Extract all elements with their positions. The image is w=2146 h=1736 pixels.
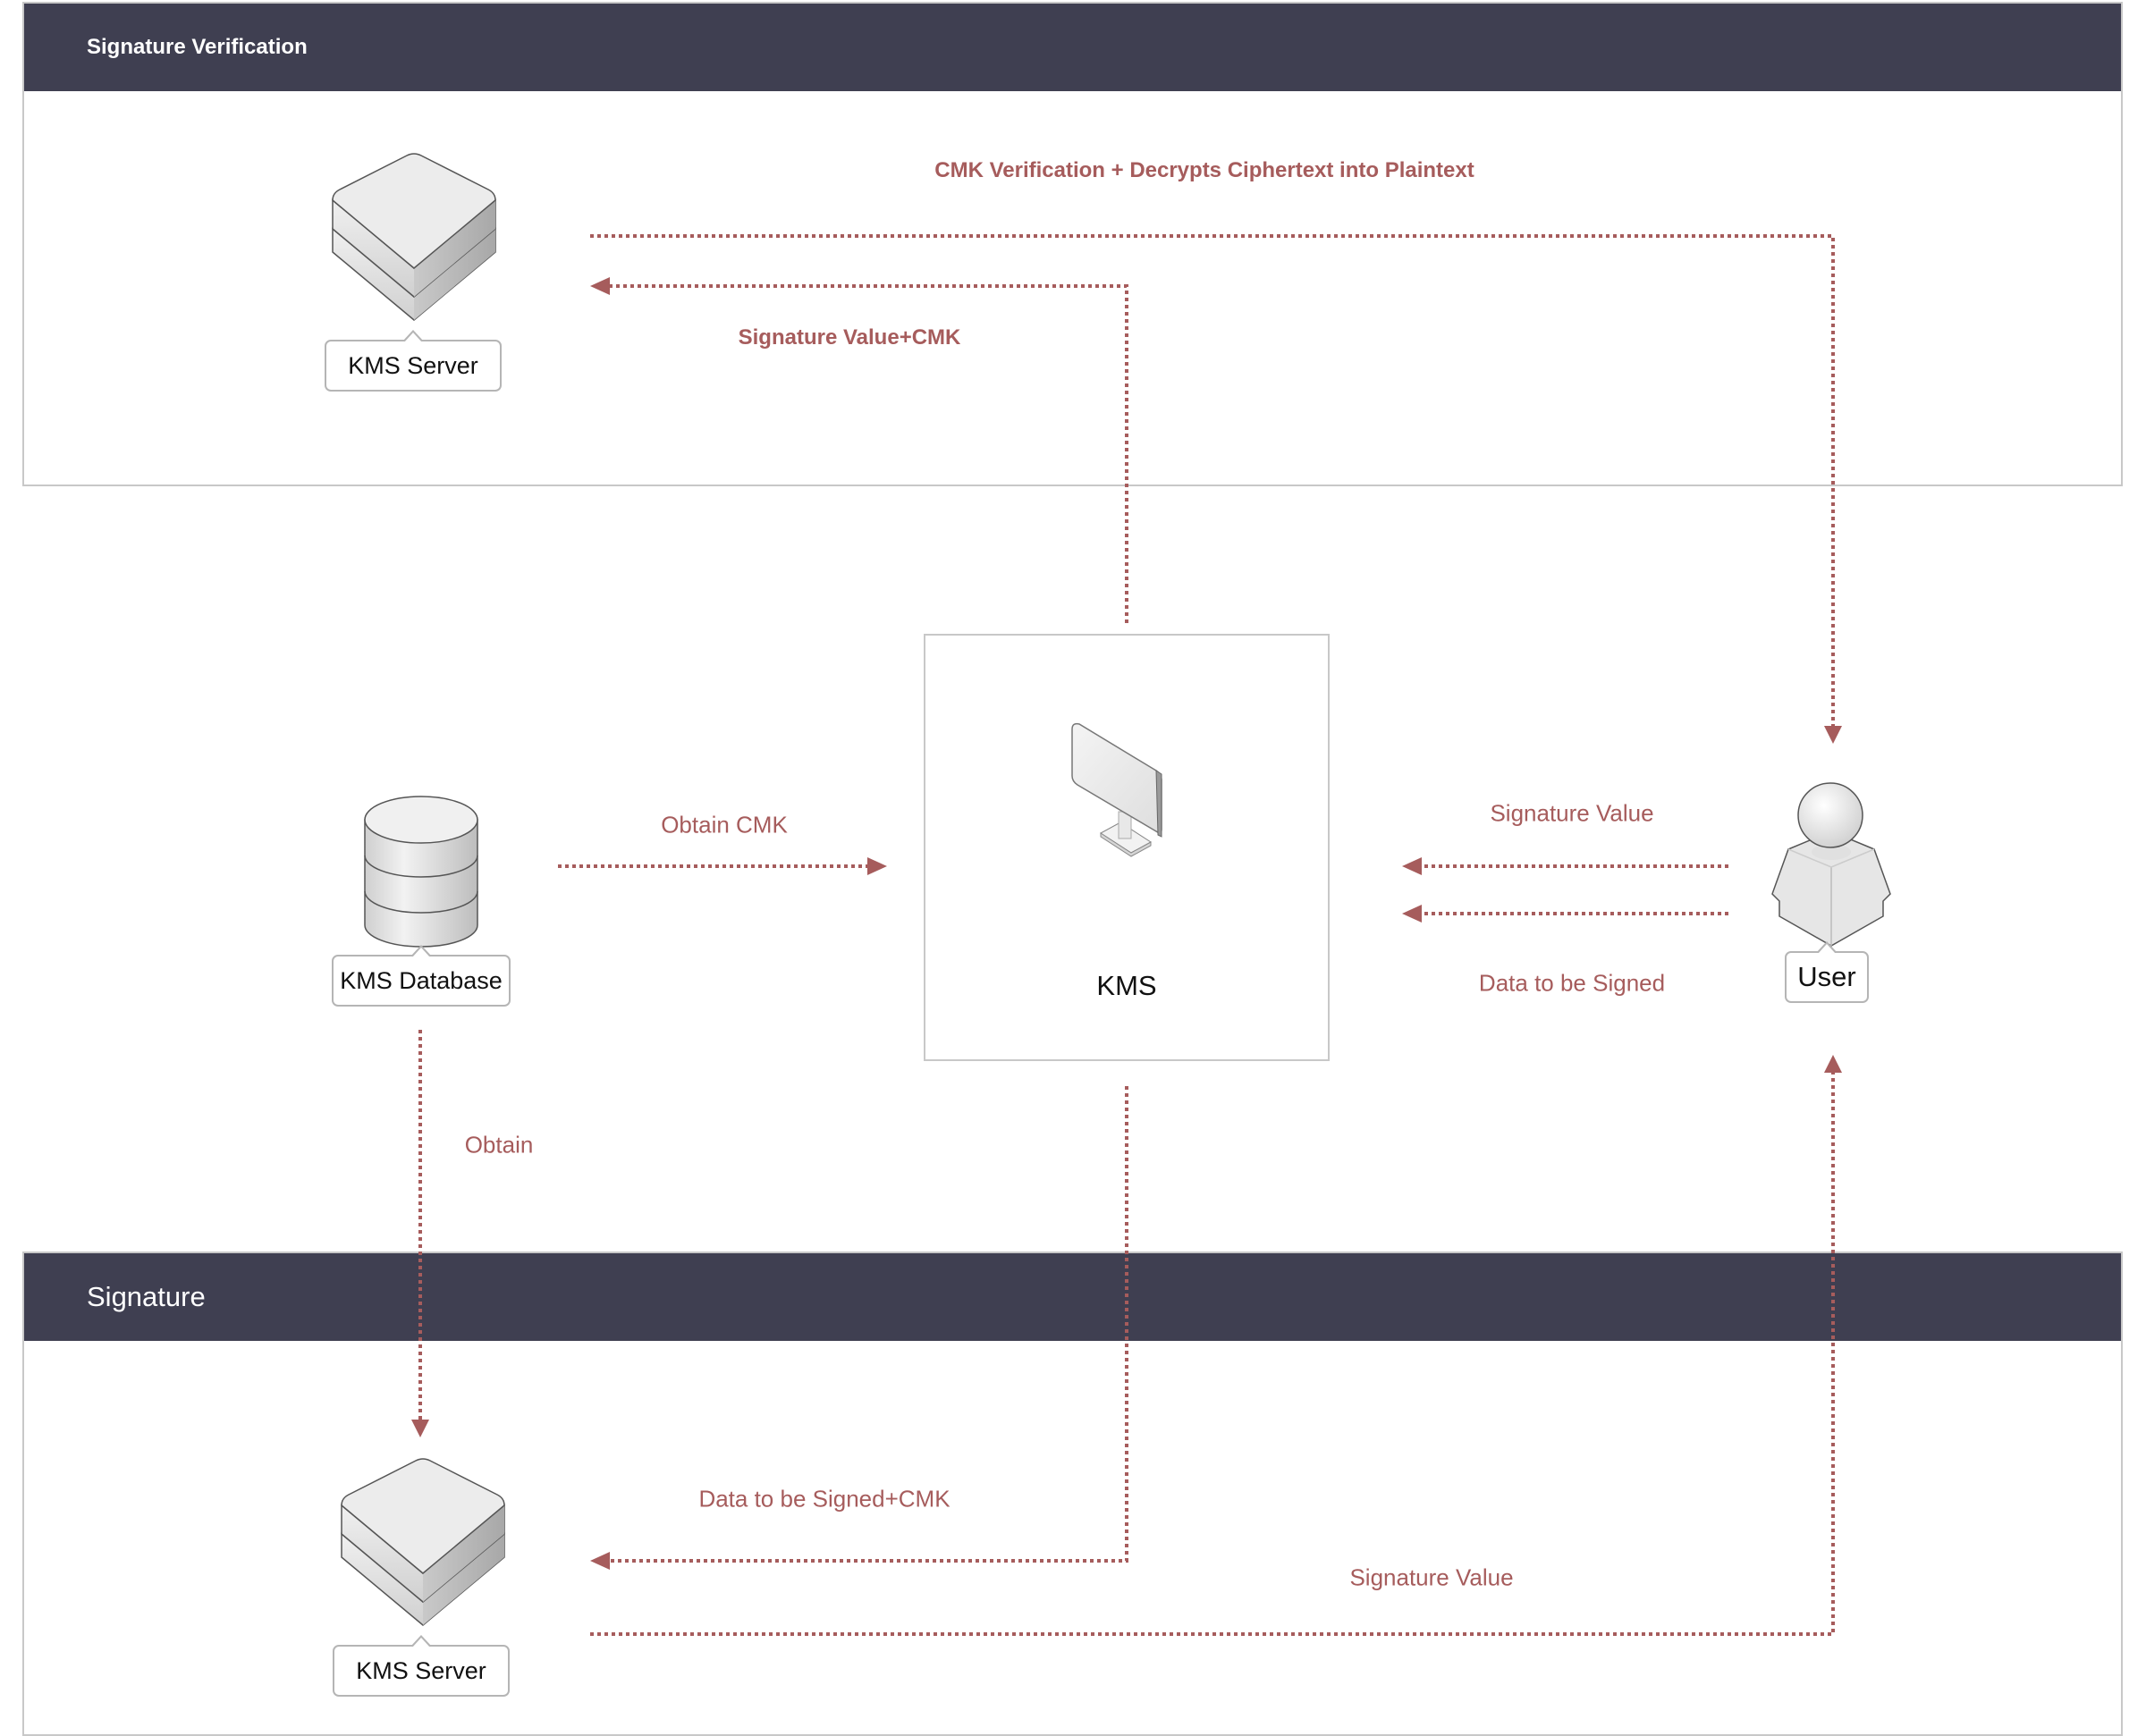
flow-label-user-data-to-be-signed: Data to be Signed	[1478, 969, 1666, 997]
arrowhead-up-icon	[1824, 1055, 1842, 1073]
server-icon	[332, 153, 496, 321]
section-header: Signature	[24, 1253, 2121, 1341]
flow-label-obtain: Obtain	[464, 1131, 534, 1159]
kms-node[interactable]: KMS	[924, 634, 1330, 1061]
kms-label: KMS	[1096, 970, 1157, 1001]
flow-label-data-to-be-signed-cmk: Data to be Signed+CMK	[698, 1485, 950, 1513]
arrowhead-right-icon	[867, 857, 887, 875]
user-icon	[1771, 782, 1891, 947]
section-title: Signature Verification	[87, 35, 308, 59]
server-icon	[341, 1458, 505, 1626]
flow-label-signature-value-cmk: Signature Value+CMK	[738, 325, 961, 350]
kms-database-label[interactable]: KMS Database	[332, 945, 511, 1007]
section-header: Signature Verification	[24, 4, 2121, 91]
database-icon	[364, 796, 478, 948]
flow-label-obtain-cmk: Obtain CMK	[661, 811, 788, 839]
monitor-icon	[1071, 722, 1162, 857]
user-label[interactable]: User	[1785, 941, 1869, 1003]
kms-server-label[interactable]: KMS Server	[333, 1635, 510, 1697]
arrowhead-down-icon	[1824, 726, 1842, 744]
section-title: Signature	[87, 1281, 206, 1312]
flow-label-server-signature-value: Signature Value	[1349, 1563, 1514, 1591]
flow-label-user-signature-value: Signature Value	[1490, 799, 1654, 827]
arrowhead-left-icon	[1402, 905, 1422, 923]
arrowhead-left-icon	[1402, 857, 1422, 875]
flow-label-cmk-verification: CMK Verification + Decrypts Ciphertext i…	[934, 158, 1474, 182]
kms-server-label[interactable]: KMS Server	[325, 330, 502, 392]
